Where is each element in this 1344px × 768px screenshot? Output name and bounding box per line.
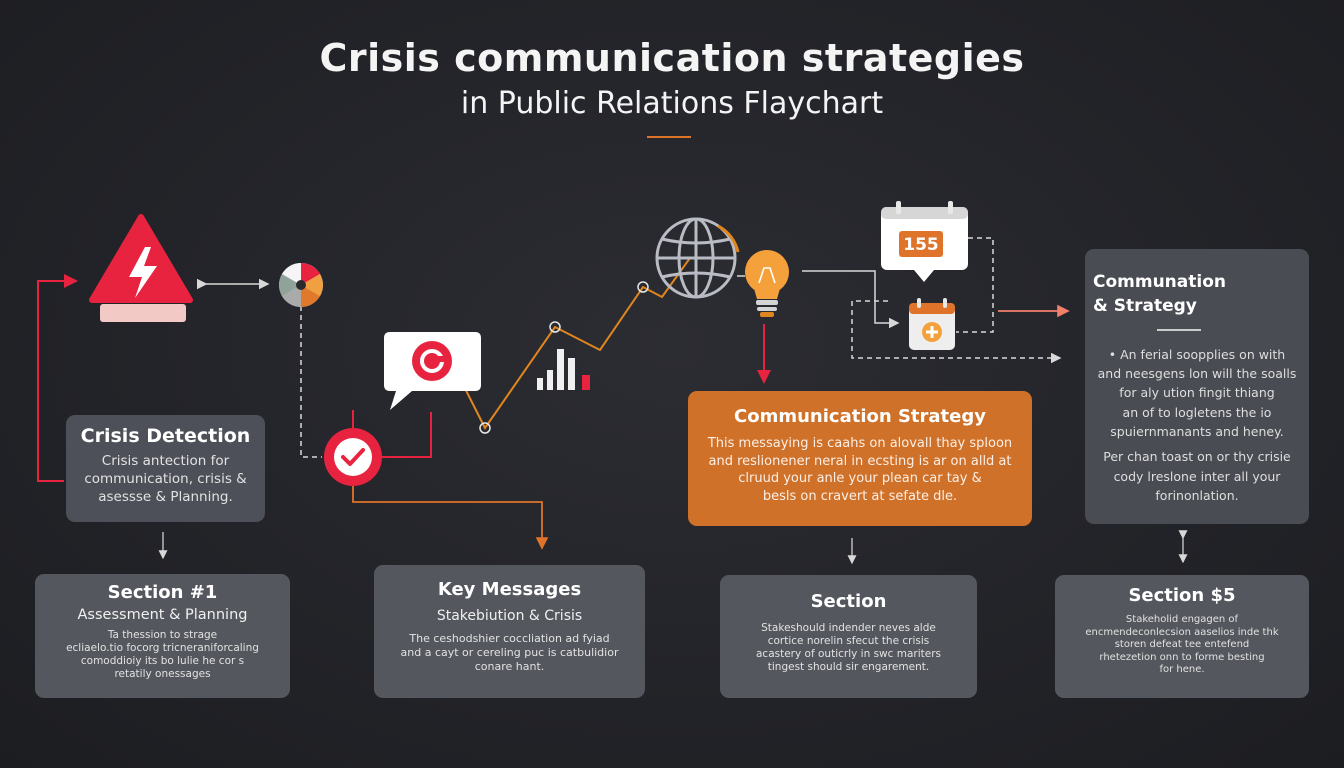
globe-icon	[655, 217, 740, 299]
crisis-detection-box: Crisis Detection Crisis antection for co…	[66, 415, 265, 522]
trend-node	[637, 281, 649, 293]
chat-bubble-icon	[384, 332, 481, 410]
communication-strategy-box: Communication Strategy This messaying is…	[688, 391, 1032, 526]
bar-chart-icon	[537, 349, 590, 390]
box-body: The ceshodshier coccliation ad fyiad and…	[400, 632, 619, 673]
section-box: Section Stakeshould indender neves alde …	[720, 575, 977, 698]
trend-node	[549, 321, 561, 333]
check-keymessages-connector	[352, 486, 549, 550]
box-heading: Section	[810, 591, 887, 612]
target-icon	[412, 341, 452, 381]
box-heading: Section $5	[1128, 585, 1236, 606]
bulb-calendar-connector	[802, 270, 900, 329]
panel-body: • An ferial soopplies on with and neesge…	[1097, 346, 1297, 440]
box-body: This messaying is caahs on alovall thay …	[707, 436, 1013, 504]
section-5-box: Section $5 Stakeholid engagen of encmend…	[1055, 575, 1309, 698]
diagram-title: Crisis communication strategies	[319, 36, 1025, 80]
panel-heading: Communation & Strategy	[1093, 272, 1226, 316]
box-heading: Communication Strategy	[734, 406, 986, 427]
trend-line	[436, 257, 691, 430]
communation-strategy-panel: Communation & Strategy • An ferial soopp…	[1085, 249, 1309, 524]
box-body: Stakeshould indender neves alde cortice …	[755, 622, 942, 674]
pie-check-connector	[300, 306, 322, 458]
panel-divider	[1157, 328, 1201, 331]
diagram-subtitle: in Public Relations Flaychart	[460, 86, 884, 121]
box-subheading: Stakebiution & Crisis	[436, 608, 583, 624]
box-subheading: Assessment & Planning	[77, 607, 248, 623]
calendar-icon: 155	[881, 201, 968, 282]
key-messages-box: Key Messages Stakebiution & Crisis The c…	[374, 565, 645, 698]
box-body: Stakeholid engagen of encmendeconlecsion…	[1085, 614, 1279, 675]
section-1-box: Section #1 Assessment & Planning Ta thes…	[35, 574, 290, 698]
box-body: Ta thession to strage ecliaelo.tio focor…	[66, 629, 259, 681]
pie-chart-icon	[279, 263, 323, 307]
panel-body-secondary: Per chan toast on or thy crisie cody lre…	[1103, 449, 1291, 504]
title-underline	[647, 136, 691, 138]
box-body: Crisis antection for communication, cris…	[84, 453, 247, 505]
box-heading: Section #1	[107, 582, 218, 603]
calendar-loop-connector	[956, 237, 994, 333]
box-heading: Key Messages	[437, 579, 582, 600]
warning-lightning-icon	[89, 214, 193, 322]
feedback-connector	[37, 274, 78, 482]
box-heading: Crisis Detection	[80, 425, 251, 447]
calendar-return-connector	[851, 300, 1062, 364]
calendar-add-icon	[909, 298, 955, 350]
trend-node	[479, 422, 491, 434]
check-circle-icon	[324, 428, 382, 486]
check-chart-connector	[376, 412, 432, 458]
calendar-number: 155	[903, 235, 939, 255]
lightbulb-icon	[745, 250, 789, 317]
